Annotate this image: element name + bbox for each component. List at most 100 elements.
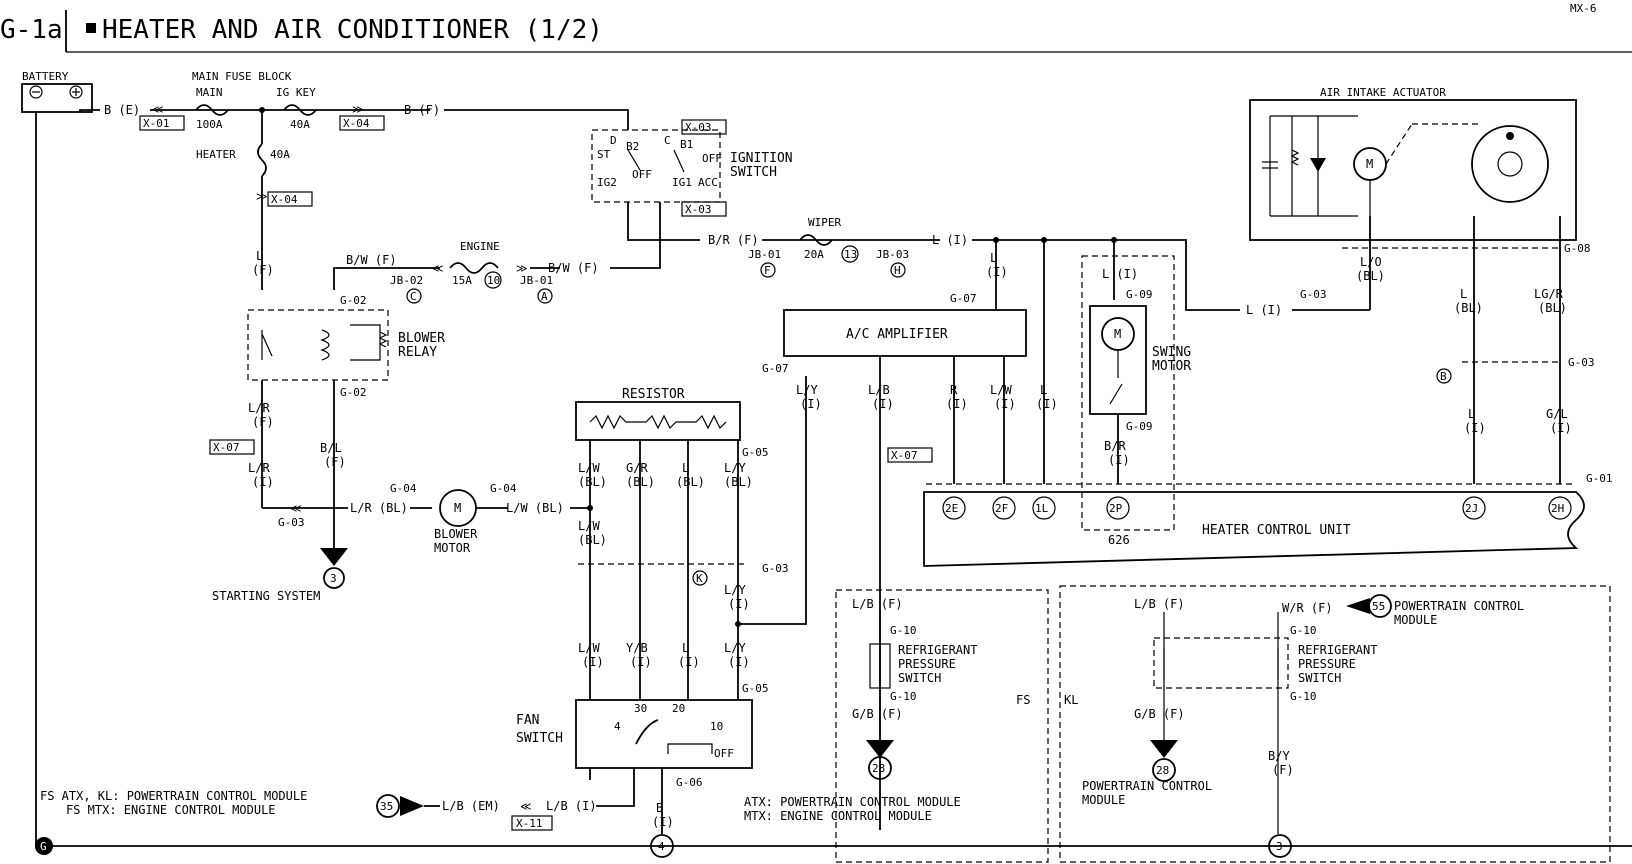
wire-lb-i-3: L/B (I) <box>546 799 597 813</box>
wire-lb-amp-label-2: (I) <box>872 397 894 411</box>
conn-g01: G-01 <box>1586 472 1613 485</box>
wire-lb-amp-label: L/B <box>868 383 890 397</box>
swing-motor-label-1: SWING <box>1152 345 1191 360</box>
wire-res-lw-label: L/W <box>578 461 600 475</box>
wire-ly-i-4: (I) <box>728 597 750 611</box>
fs-section-frame <box>835 589 1049 863</box>
ac-amplifier-box <box>783 309 1027 357</box>
conn-x04a: X-04 <box>343 117 370 130</box>
conn-x04b-box <box>267 191 313 207</box>
conn-jb01b: JB-01 <box>748 248 781 261</box>
svg-text:≪: ≪ <box>290 502 302 515</box>
conn-g10d: G-10 <box>1290 690 1317 703</box>
wire-b-f-to-ignition <box>444 109 629 130</box>
battery-box <box>21 83 93 113</box>
resistor-label: RESISTOR <box>622 387 685 402</box>
wire-b-f: B (F) <box>404 103 440 117</box>
wire-lr-bl-label: L/R (BL) <box>350 501 408 515</box>
wire-fs-lw-2: (I) <box>582 655 604 669</box>
kl-refrigerant-section: FS KL L/B (F) G-10 G-10 REFRIGERANT PRES… <box>1016 585 1611 863</box>
conn-g10c: G-10 <box>1290 624 1317 637</box>
fan-pos-20: 20 <box>672 702 685 715</box>
battery-label: BATTERY <box>22 70 69 83</box>
swing-motor-label-2: MOTOR <box>1152 359 1191 374</box>
wire-ly-amp: L/Y <box>796 383 818 397</box>
fs-refrig-label-2: PRESSURE <box>898 657 956 671</box>
battery-negative-icon <box>29 85 43 99</box>
pcm-right-label-1: POWERTRAIN CONTROL <box>1394 599 1524 613</box>
wire-gl-i-2: (I) <box>1550 421 1572 435</box>
pcm-right-label-2: MODULE <box>1394 613 1437 627</box>
wire-res-gr-label: G/R <box>626 461 648 475</box>
kl-refrig-label-3: SWITCH <box>1298 671 1341 685</box>
wiper-fuse-label: WIPER <box>808 216 841 229</box>
wire-lgr-bl-label-2: (BL) <box>1538 301 1567 315</box>
conn-x04b: X-04 <box>271 193 298 206</box>
fs-refrig-label-1: REFRIGERANT <box>898 643 977 657</box>
wire-by-f: B/Y <box>1268 749 1290 763</box>
wire-res-ly-label-2: (BL) <box>724 475 753 489</box>
blower-relay-label-2: RELAY <box>398 345 437 360</box>
wire-lgr-bl-label: LG/R <box>1534 287 1564 301</box>
wire-b-i: B <box>656 801 663 815</box>
wire-lw-bl-2: L/W <box>578 519 600 533</box>
conn-g03d: G-03 <box>1568 356 1595 369</box>
wire-res-l-label: L <box>682 461 689 475</box>
wire-lo-bl-label: L/O <box>1360 255 1382 269</box>
conn-x07b-box <box>887 447 933 463</box>
fuse-heater-icon <box>257 143 267 177</box>
ign-c: C <box>664 134 671 147</box>
wire-gb-f-2: G/B (F) <box>1134 707 1185 721</box>
relay-coil-icon <box>320 329 330 361</box>
kl-pcm-label-2: MODULE <box>1082 793 1125 807</box>
wire-fs-lw: L/W <box>578 641 600 655</box>
engine-fuse-label: ENGINE <box>460 240 500 253</box>
fan-switch-arm-icon <box>635 719 659 745</box>
fuse-main-rating: 100A <box>196 118 223 131</box>
wire-b-i-2: (I) <box>652 815 674 829</box>
conn-g09a: G-09 <box>1126 288 1153 301</box>
pcm-left-label-1: FS ATX, KL: POWERTRAIN CONTROL MODULE <box>40 789 307 803</box>
pcm-right-arrow-icon <box>1346 598 1370 614</box>
svg-text:M: M <box>1366 157 1373 171</box>
svg-text:≪: ≪ <box>520 800 532 813</box>
wire-lr-i: L/R <box>248 461 270 475</box>
conn-x11: X-11 <box>516 817 543 830</box>
actuator-diode-icon <box>1310 158 1326 172</box>
ignition-switch: ST IG2 B2 OFF B1 OFF IG1 ACC D C IGNITIO… <box>591 119 793 217</box>
conn-g02b: G-02 <box>340 386 367 399</box>
kl-section-frame <box>1059 585 1611 863</box>
conn-g04b: G-04 <box>490 482 517 495</box>
wire-lr-f-2: (F) <box>252 415 274 429</box>
conn-x04-arrow: ≫ <box>352 103 364 116</box>
conn-k: K <box>696 572 703 585</box>
actuator-resistor-icon <box>1290 149 1300 166</box>
wire-fs-yb: Y/B <box>626 641 648 655</box>
note-626: 626 <box>1108 533 1130 547</box>
fan-pos-4: 4 <box>614 720 621 733</box>
wire-fs-l: L <box>682 641 689 655</box>
fuse-heater-label: HEATER <box>196 148 236 161</box>
wire-bl-f: B/L <box>320 441 342 455</box>
ref-3-icon <box>1268 834 1292 858</box>
wire-lr-i-2: (I) <box>252 475 274 489</box>
conn-jb02: JB-02 <box>390 274 423 287</box>
conn-g04a: G-04 <box>390 482 417 495</box>
wire-lb-f-2: L/B (F) <box>1134 597 1185 611</box>
conn-g05b: G-05 <box>742 682 769 695</box>
ref-4: 4 <box>658 840 665 853</box>
svg-text:≫: ≫ <box>256 190 268 203</box>
ign-off-2: OFF <box>702 152 722 165</box>
wire-l-i-top: L (I) <box>932 233 968 247</box>
wire-lw-bl-label: L/W (BL) <box>506 501 564 515</box>
ign-ig2: IG2 <box>597 176 617 189</box>
wire-lb-fan <box>596 768 635 807</box>
ign-st: ST <box>597 148 611 161</box>
wire-ly-i-3: L/Y <box>724 583 746 597</box>
conn-g07a: G-07 <box>950 292 977 305</box>
wiper-fuse-rating: 20A <box>804 248 824 261</box>
conn-x11-box <box>511 815 553 831</box>
engine-fuse-icon <box>449 262 499 274</box>
